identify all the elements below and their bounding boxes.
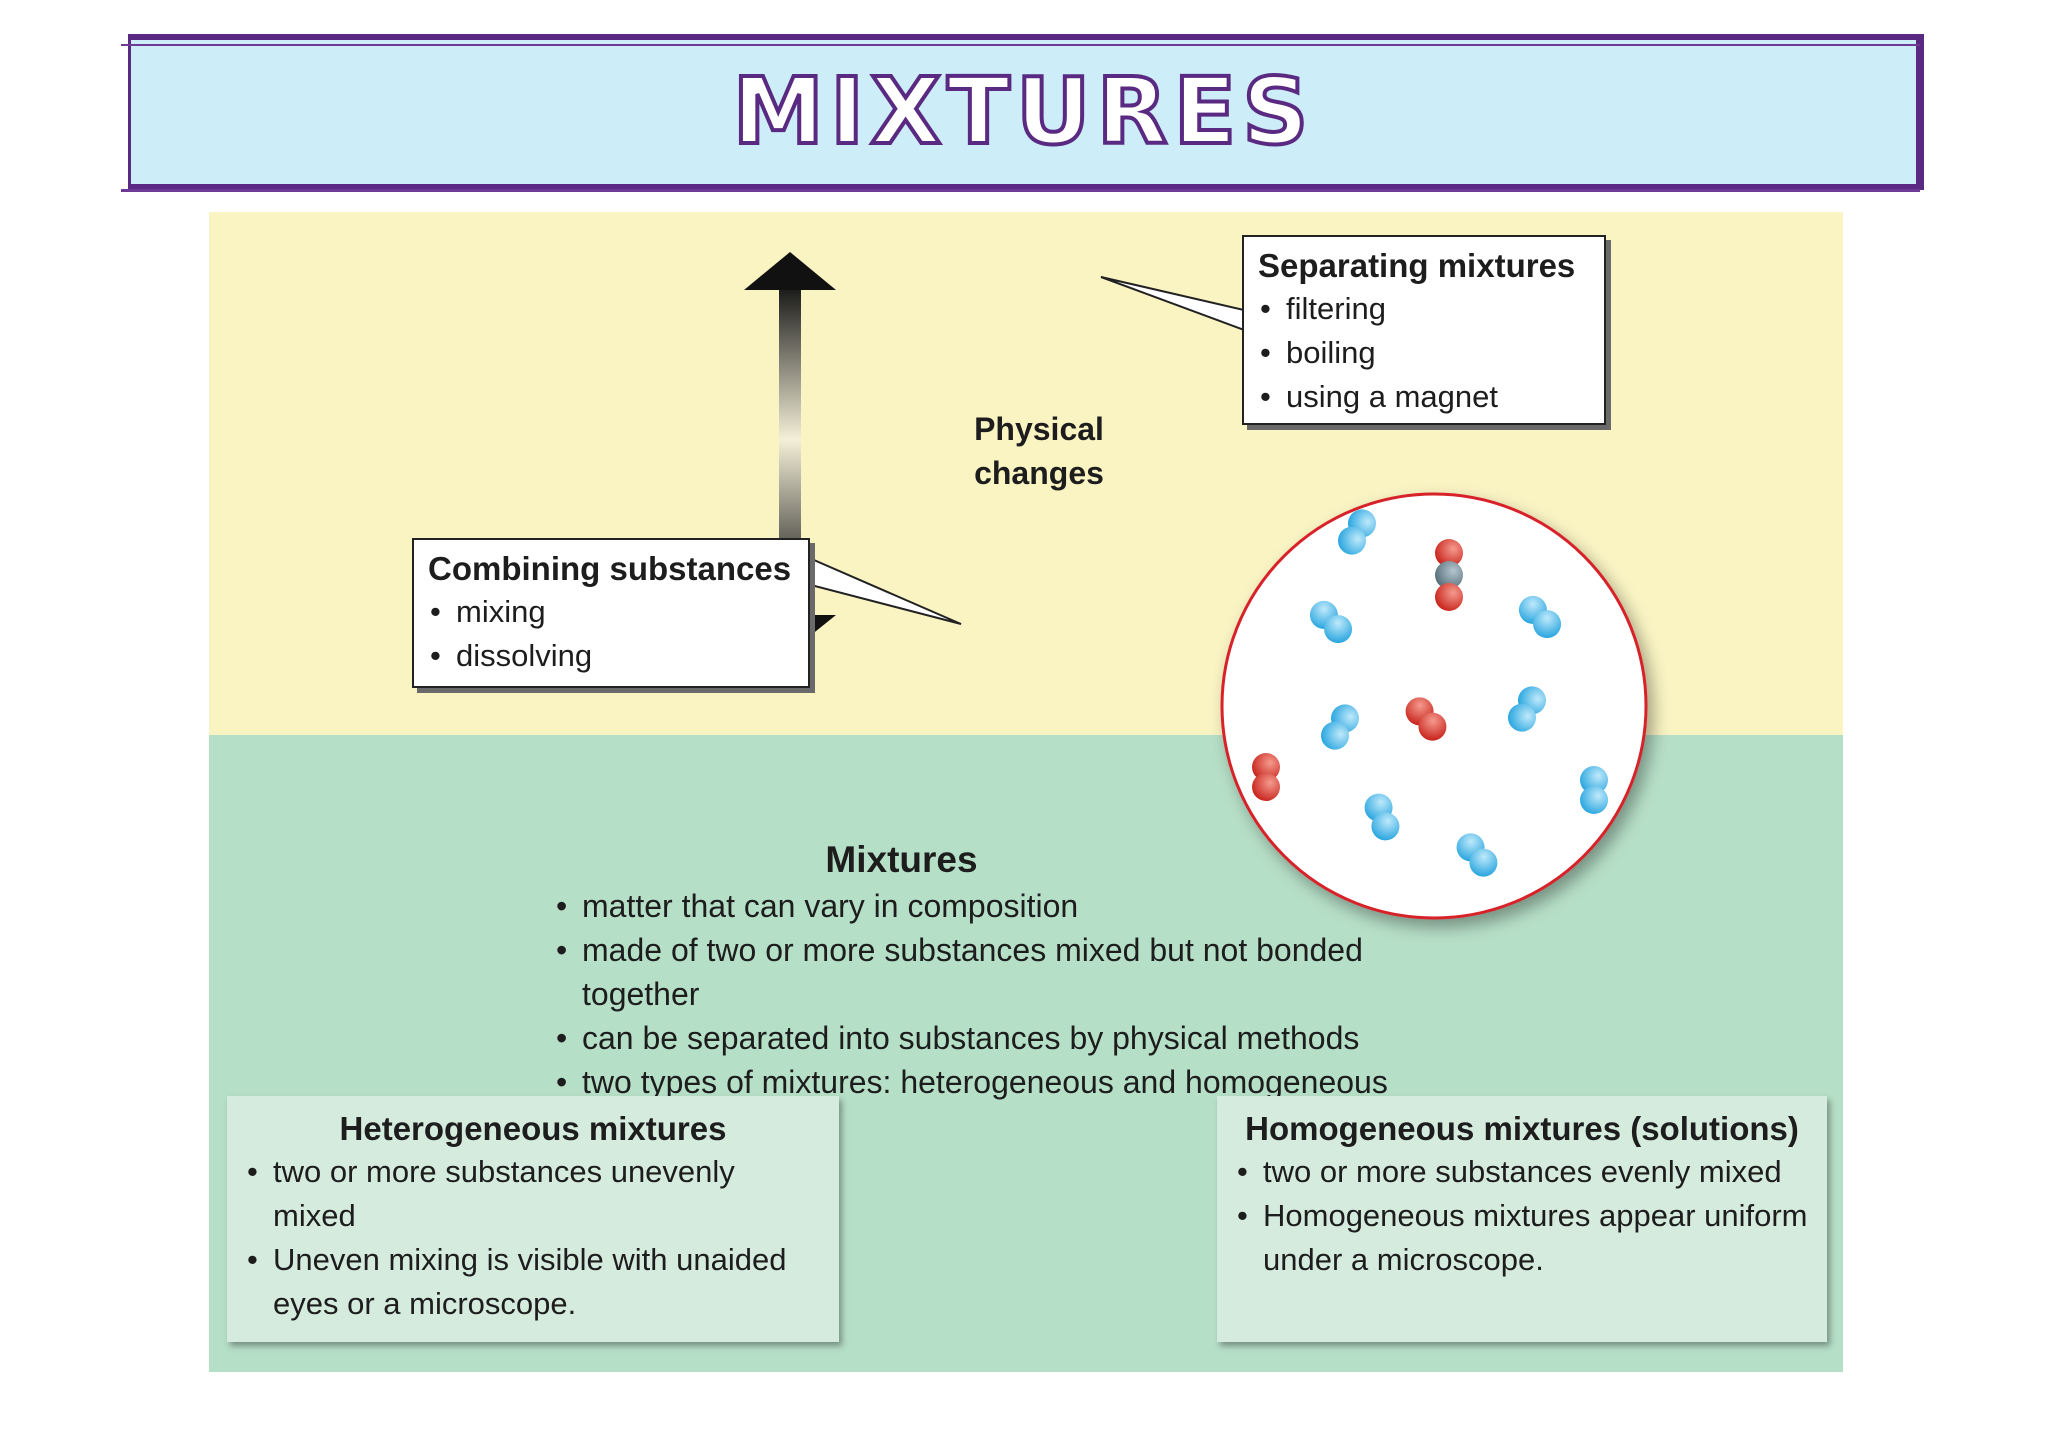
combining-item: mixing — [428, 590, 794, 634]
separating-callout-pointer — [1100, 276, 1245, 332]
combining-callout-pointer — [806, 555, 962, 625]
atom-r — [1435, 583, 1463, 611]
molecule-blue-pair — [1321, 704, 1359, 750]
atom-b — [1371, 812, 1400, 841]
molecule-blue-pair — [1508, 686, 1546, 732]
atom-b — [1309, 600, 1338, 629]
mixtures-item: can be separated into substances by phys… — [554, 1016, 1454, 1060]
combining-title: Combining substances — [428, 550, 792, 587]
molecule-red-pair — [1405, 697, 1447, 741]
separating-item: filtering — [1258, 287, 1590, 331]
molecule-red-gray-red — [1435, 539, 1463, 611]
diagram-panel: Separating mixtures filtering boiling us… — [209, 212, 1843, 1372]
molecule-blue-pair — [1364, 793, 1400, 841]
page-title: MIXTURES — [730, 58, 1315, 165]
molecule-blue-pair — [1518, 595, 1562, 639]
separating-mixtures-callout: Separating mixtures filtering boiling us… — [1242, 235, 1606, 425]
molecule-layer — [1252, 509, 1608, 877]
molecule-blue-pair — [1309, 600, 1353, 644]
mixtures-item: made of two or more substances mixed but… — [554, 928, 1454, 1016]
homogeneous-mixtures-box: Homogeneous mixtures (solutions) two or … — [1217, 1096, 1827, 1342]
homogeneous-title: Homogeneous mixtures (solutions) — [1245, 1110, 1799, 1147]
separating-item: boiling — [1258, 331, 1590, 375]
homogeneous-item: Homogeneous mixtures appear uniform unde… — [1235, 1194, 1809, 1282]
molecule-blue-pair — [1456, 833, 1498, 877]
homogeneous-list: two or more substances evenly mixed Homo… — [1235, 1150, 1809, 1282]
homogeneous-item: two or more substances evenly mixed — [1235, 1150, 1809, 1194]
physical-changes-line: Physical — [974, 411, 1104, 447]
heterogeneous-item: two or more substances unevenly mixed — [245, 1150, 821, 1238]
molecule-red-pair — [1252, 753, 1280, 801]
diagram-graphics — [744, 252, 1648, 920]
combining-list: mixing dissolving — [428, 590, 794, 678]
mixtures-heading: Mixtures — [825, 839, 978, 880]
atom-b — [1469, 848, 1498, 877]
heterogeneous-item: Uneven mixing is visible with unaided ey… — [245, 1238, 821, 1326]
combining-substances-callout: Combining substances mixing dissolving — [412, 538, 810, 688]
atom-r — [1435, 539, 1463, 567]
atom-b — [1321, 721, 1349, 750]
heterogeneous-mixtures-box: Heterogeneous mixtures two or more subst… — [227, 1096, 839, 1342]
atom-r — [1418, 712, 1447, 741]
atom-b — [1533, 610, 1562, 639]
physical-changes-line: changes — [974, 455, 1104, 491]
separating-list: filtering boiling using a magnet — [1258, 287, 1590, 419]
combining-item: dissolving — [428, 634, 794, 678]
atom-r — [1252, 753, 1280, 781]
atom-b — [1580, 786, 1608, 814]
atom-b — [1508, 703, 1536, 732]
mixtures-section: Mixtures matter that can vary in composi… — [554, 836, 1454, 1104]
molecule-blue-pair — [1580, 766, 1608, 814]
atom-b — [1580, 766, 1608, 794]
heterogeneous-title: Heterogeneous mixtures — [339, 1110, 727, 1147]
mixtures-list: matter that can vary in composition made… — [554, 884, 1454, 1104]
atom-b — [1324, 615, 1353, 644]
physical-changes-label: Physical changes — [964, 407, 1114, 495]
atom-b — [1338, 526, 1366, 555]
atom-g — [1435, 561, 1463, 589]
heterogeneous-list: two or more substances unevenly mixed Un… — [245, 1150, 821, 1326]
atom-r — [1252, 773, 1280, 801]
molecule-blue-pair — [1338, 509, 1376, 555]
title-banner: MIXTURES — [121, 34, 1924, 192]
mixtures-item: matter that can vary in composition — [554, 884, 1454, 928]
separating-title: Separating mixtures — [1258, 247, 1576, 284]
separating-item: using a magnet — [1258, 375, 1590, 419]
mixtures-item: two types of mixtures: heterogeneous and… — [554, 1060, 1454, 1104]
